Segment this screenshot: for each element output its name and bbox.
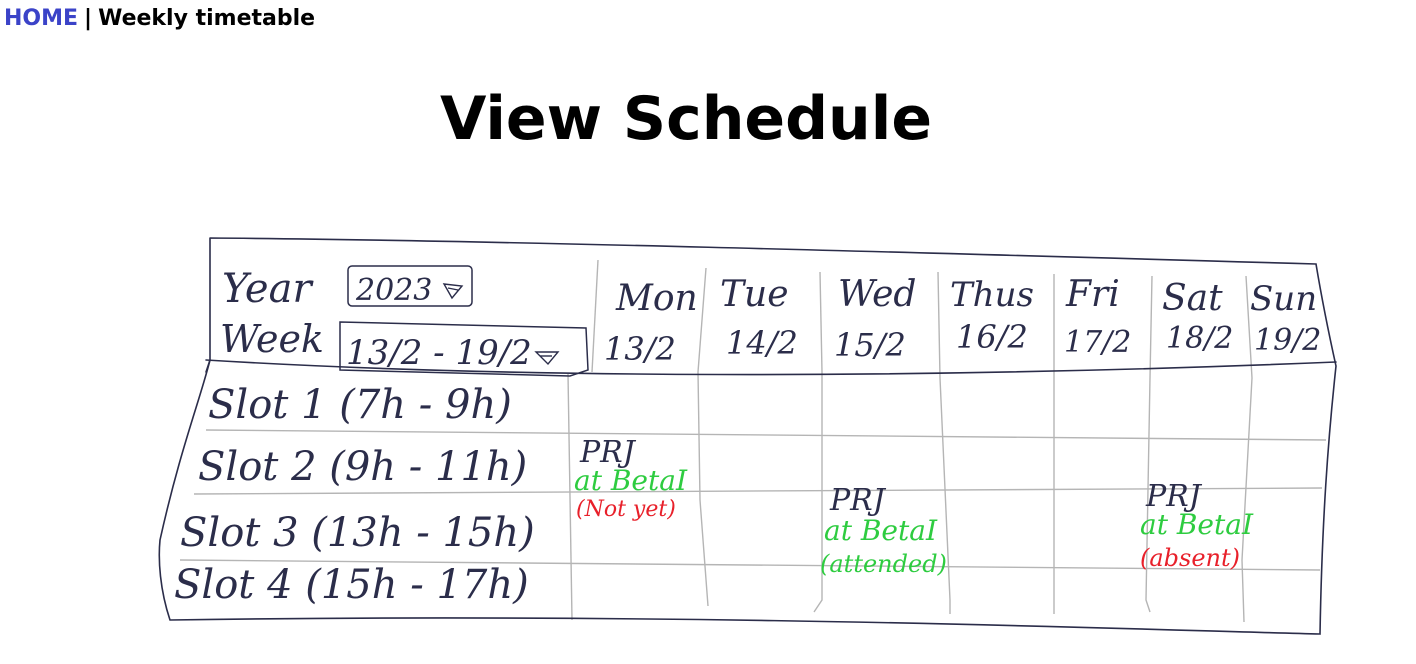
slot-label-3: Slot 3 (13h - 15h) [180,510,535,556]
day-name: Thus [950,275,1034,315]
breadcrumb-current: Weekly timetable [98,6,316,31]
session-room: at BetaI [574,464,688,497]
session-room: at BetaI [1140,508,1254,541]
session-sat-slot3[interactable]: PRJ at BetaI (absent) [1140,479,1254,572]
session-wed-slot3[interactable]: PRJ at BetaI (attended) [820,483,947,578]
day-date: 17/2 [1064,325,1131,360]
session-course: PRJ [1145,479,1203,514]
day-date: 16/2 [956,318,1028,356]
session-course: PRJ [829,483,887,518]
week-filter: Week 13/2 - 19/2 [220,317,589,377]
day-header-sun: Sun 19/2 [1250,279,1321,358]
week-select[interactable]: 13/2 - 19/2 [339,321,589,377]
chevron-down-icon [442,283,464,300]
week-select-hit[interactable] [340,322,588,374]
year-select-value: 2023 [355,273,432,308]
day-header-mon: Mon 13/2 [604,278,698,368]
page-title: View Schedule [439,84,933,154]
year-filter: Year 2023 [222,265,473,312]
day-date: 14/2 [726,324,798,362]
slot-labels: Slot 1 (7h - 9h) Slot 2 (9h - 11h) Slot … [174,382,535,608]
year-select-hit[interactable] [348,266,472,306]
day-name: Wed [838,274,916,315]
day-name: Mon [615,278,698,319]
day-header-fri: Fri 17/2 [1064,274,1131,360]
week-select-value: 13/2 - 19/2 [346,333,532,373]
day-name: Sat [1162,278,1223,319]
slot-label-1: Slot 1 (7h - 9h) [208,382,512,428]
day-name: Tue [720,274,789,315]
slot-label-4: Slot 4 (15h - 17h) [174,562,529,608]
session-course: PRJ [579,435,637,470]
session-status-attended: (attended) [820,550,947,578]
year-label: Year [222,266,314,312]
slot-label-2: Slot 2 (9h - 11h) [198,444,527,490]
day-header-thus: Thus 16/2 [950,275,1034,356]
session-status-absent: (absent) [1140,544,1240,572]
session-room: at BetaI [824,514,938,547]
day-name: Sun [1250,279,1317,319]
chevron-down-icon [534,351,560,366]
day-name: Fri [1065,274,1120,315]
timetable-grid [179,259,1327,623]
session-mon-slot2[interactable]: PRJ at BetaI (Not yet) [574,435,688,522]
session-status-not-yet: (Not yet) [576,497,676,522]
day-date: 18/2 [1166,321,1233,356]
day-date: 19/2 [1254,323,1321,358]
year-select[interactable]: 2023 [347,265,473,308]
breadcrumb-separator: | [84,6,93,31]
breadcrumb: HOME|Weekly timetable [4,6,315,31]
day-header-wed: Wed 15/2 [834,274,916,364]
timetable-border [158,237,1337,635]
day-date: 15/2 [834,326,906,364]
home-link[interactable]: HOME [4,6,79,31]
day-headers: Mon 13/2 Tue 14/2 Wed 15/2 Thus 16/2 Fri… [604,274,1321,368]
week-label: Week [220,317,324,361]
day-header-tue: Tue 14/2 [720,274,798,362]
day-header-sat: Sat 18/2 [1162,278,1233,356]
day-date: 13/2 [604,330,676,368]
